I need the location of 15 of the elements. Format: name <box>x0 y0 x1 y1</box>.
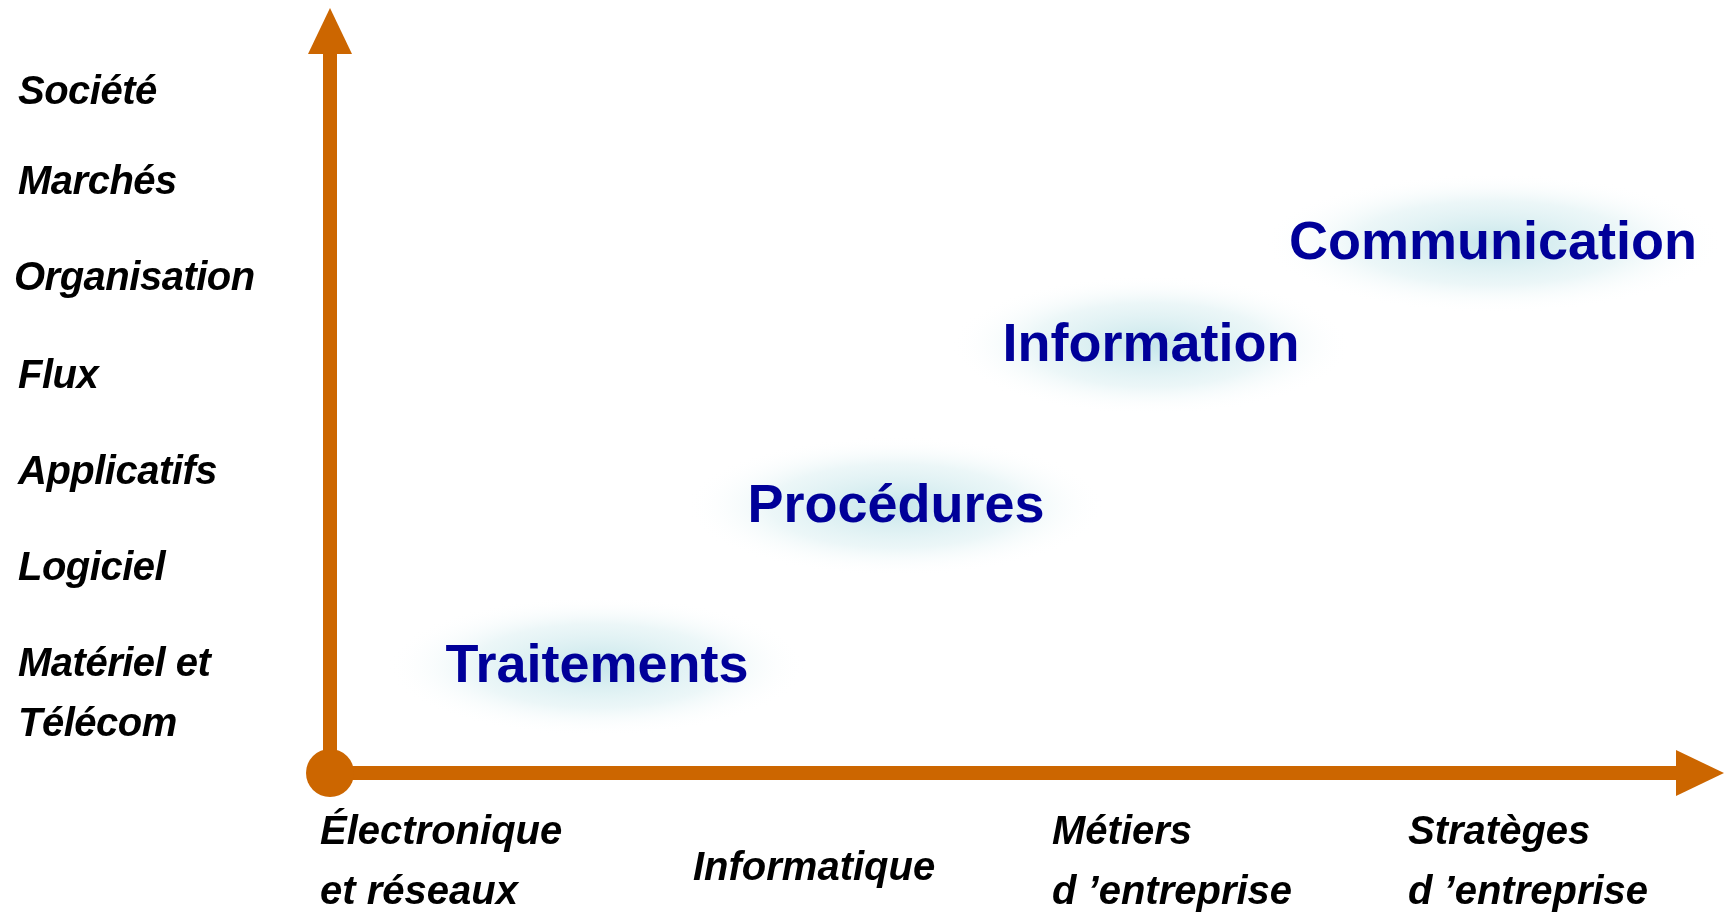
stage-label: Communication <box>1288 213 1698 267</box>
y-axis-label: Organisation <box>14 253 256 300</box>
y-axis-label: Flux <box>18 351 101 398</box>
stage-label: Procédures <box>746 476 1046 530</box>
stage-label: Information <box>1001 315 1301 369</box>
x-axis-label: Métiers d ’entreprise <box>1052 807 1294 914</box>
stage-label: Traitements <box>444 636 750 690</box>
y-axis-label: Marchés <box>18 157 178 204</box>
x-axis-label: Informatique <box>693 843 937 890</box>
x-axis-label: Stratèges d ’entreprise <box>1408 807 1650 914</box>
y-axis-label: Logiciel <box>18 543 168 590</box>
y-axis-label: Matériel et Télécom <box>18 639 213 746</box>
y-axis-label: Société <box>18 67 158 114</box>
y-axis-label: Applicatifs <box>18 447 218 494</box>
x-axis-label: Électronique et réseaux <box>320 807 564 914</box>
